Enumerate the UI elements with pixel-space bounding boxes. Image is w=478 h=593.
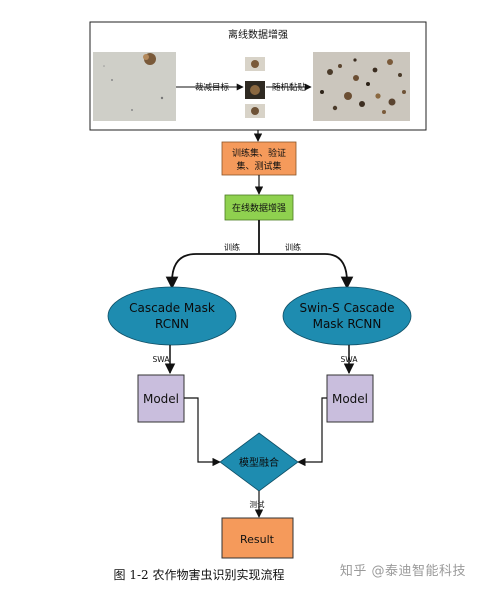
left-model-label: Model (143, 392, 179, 406)
result-box (221, 517, 294, 559)
original-field-image (93, 52, 176, 121)
cropped-target-thumbnails (245, 57, 265, 118)
cascade-mask-rcnn-label-line1: Cascade Mask (129, 301, 215, 315)
right-train-label: 训练 (285, 242, 301, 252)
left-to-fusion-connector (184, 397, 221, 467)
figure-caption: 图 1-2 农作物害虫识别实现流程 (113, 568, 285, 582)
online-augmentation-box (224, 194, 294, 221)
left-train-label: 训练 (224, 242, 240, 252)
zhihu-watermark: 知乎 @泰迪智能科技 (339, 564, 466, 579)
dataset-split-box (221, 141, 297, 176)
result-label: Result (240, 533, 275, 546)
dataset-split-label-line2: 集、测试集 (236, 160, 281, 172)
right-swa-label: SWA (341, 355, 359, 364)
left-model-box (137, 374, 185, 423)
right-branch-connector (259, 253, 354, 290)
test-label: 测试 (250, 499, 265, 509)
swin-s-cascade-label-line2: Mask RCNN (313, 317, 382, 331)
offline-augmentation-title: 离线数据增强 (228, 28, 288, 41)
left-branch-connector (165, 253, 259, 290)
left-swa-label: SWA (153, 355, 171, 364)
swin-s-cascade-label-line1: Swin-S Cascade (299, 301, 394, 315)
right-model-label: Model (332, 392, 368, 406)
model-fusion-label: 模型融合 (239, 456, 279, 469)
cascade-mask-rcnn-label-line2: RCNN (155, 317, 189, 331)
right-to-fusion-connector (297, 397, 327, 467)
augmented-field-image (313, 52, 410, 121)
dataset-split-label-line1: 训练集、验证 (232, 147, 286, 159)
cascade-mask-rcnn-node (107, 286, 237, 346)
online-augmentation-label: 在线数据增强 (232, 202, 286, 214)
swin-s-cascade-mask-rcnn-node (282, 286, 412, 346)
